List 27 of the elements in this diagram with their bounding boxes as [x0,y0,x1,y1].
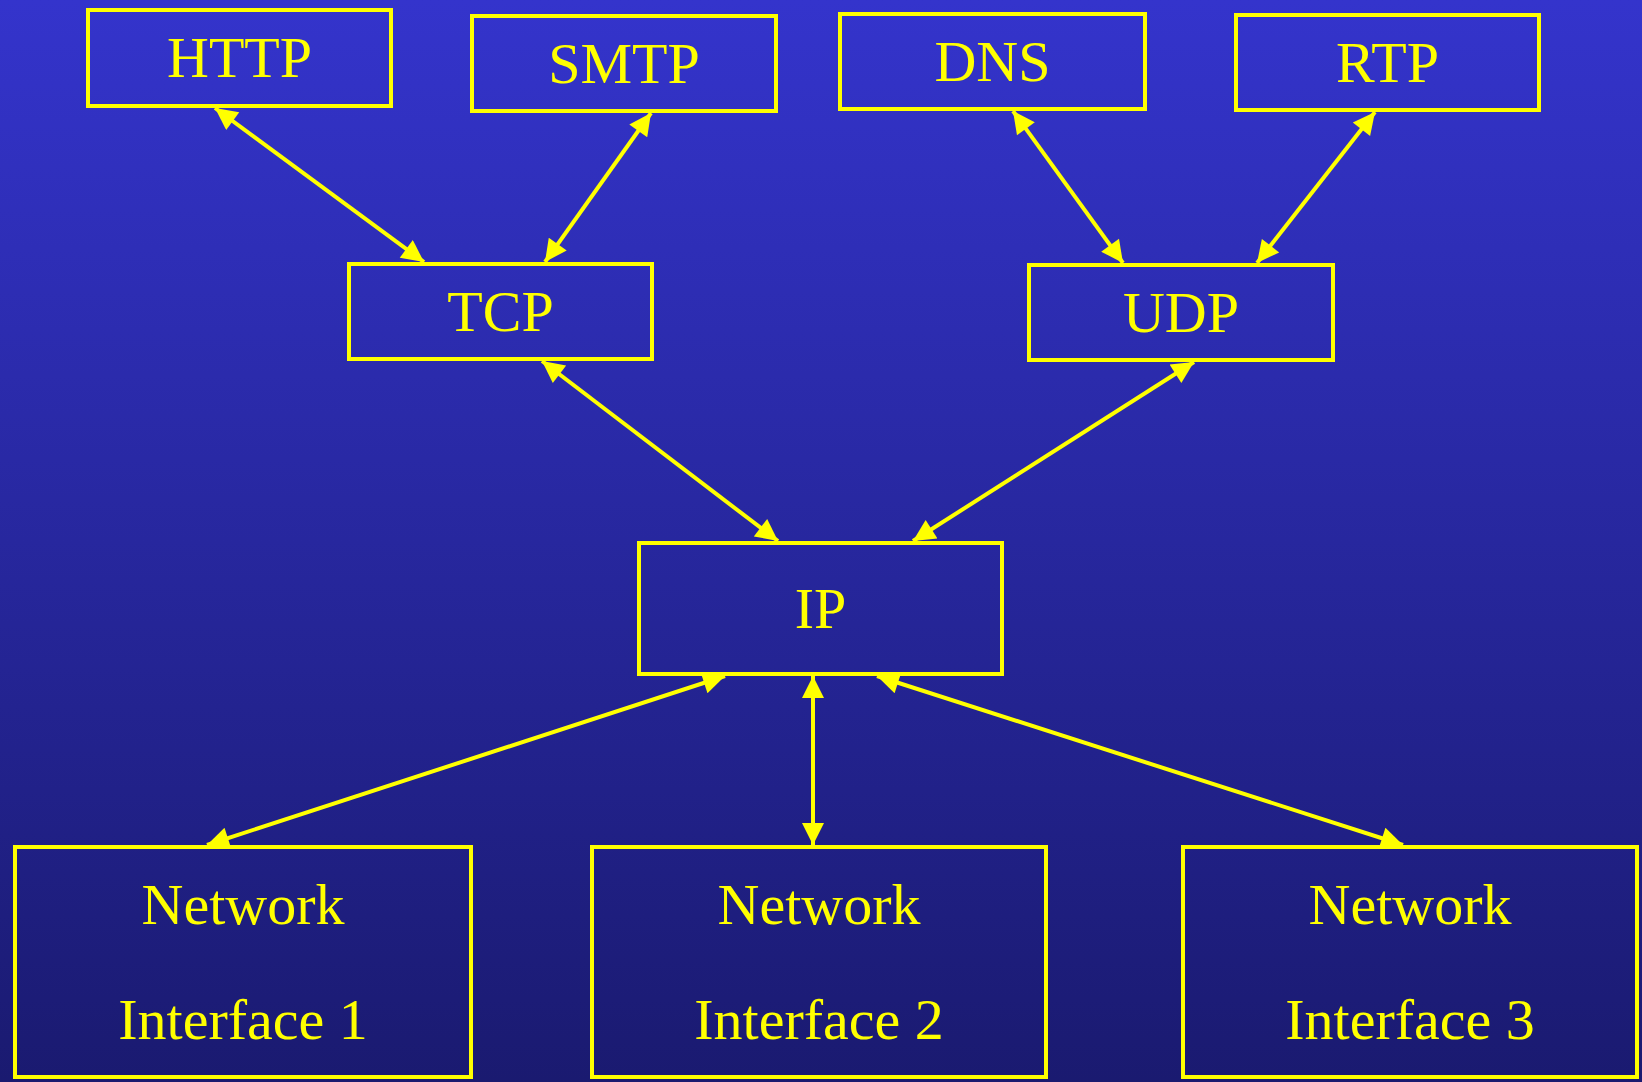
double-arrow [911,360,1196,543]
node-label: Network Interface 2 [693,871,945,1054]
node-label: UDP [1123,283,1239,342]
double-arrow [1011,109,1125,265]
node-label: TCP [447,282,554,341]
protocol-box [838,12,1147,111]
protocol-box [470,14,778,113]
protocol-box [1234,13,1541,112]
node-label: RTP [1336,33,1439,92]
node-label: DNS [934,32,1051,91]
double-arrow [213,106,426,264]
node-label: Network Interface 3 [1284,871,1536,1054]
node-label: HTTP [167,29,312,87]
double-arrow [540,359,780,543]
protocol-box [347,262,654,361]
protocol-box [86,8,393,108]
double-arrow [1255,110,1377,265]
double-arrow [802,676,824,845]
node-label: SMTP [548,34,700,93]
double-arrow [543,111,653,264]
protocol-box [13,845,473,1079]
node-label: Network Interface 1 [117,871,369,1054]
protocol-box [637,541,1004,676]
protocol-box [590,845,1048,1079]
node-label: IP [794,579,847,638]
protocol-box [1181,845,1639,1079]
protocol-box [1027,263,1335,362]
